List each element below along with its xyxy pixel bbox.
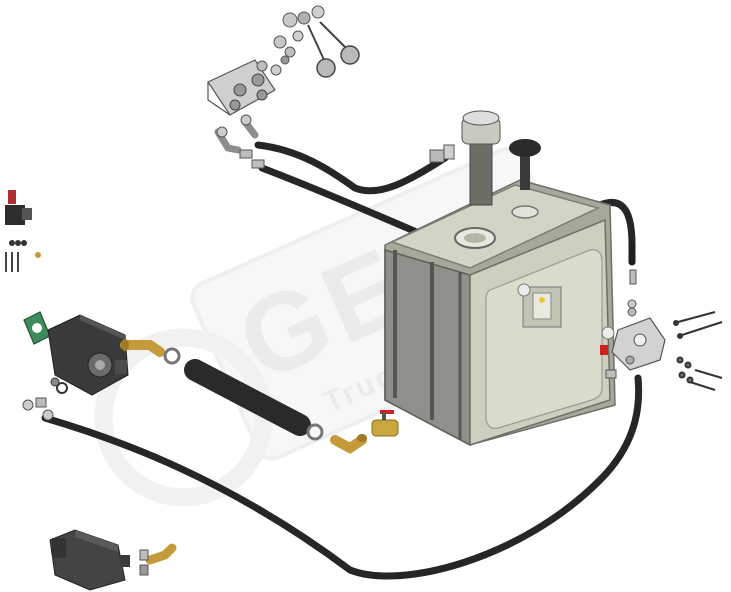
return-filter-cap (462, 110, 500, 126)
dust-caps (307, 21, 360, 78)
hydraulic-pump (22, 311, 129, 421)
fitting-top-2 (273, 30, 304, 58)
hose-clamp-2 (306, 423, 324, 441)
hose-clamp-1 (163, 347, 181, 365)
elbow-fittings (214, 114, 265, 169)
right-valve-block (600, 269, 723, 391)
ball-valve (371, 419, 399, 437)
hydraulic-tank (380, 110, 616, 447)
mounting-bracket (207, 59, 276, 116)
studs-upper (673, 311, 723, 339)
return-filter-tube (469, 139, 493, 206)
brass-elbow-pump (120, 340, 165, 357)
brass-elbow-tank (330, 435, 367, 454)
control-valve (5, 190, 41, 272)
brass-fittings (120, 339, 399, 454)
fitting-top-3 (256, 55, 290, 76)
hose-lower-loop (41, 374, 643, 580)
hose-suction (184, 359, 311, 436)
hose-upper (254, 141, 449, 195)
dust-cap-2 (340, 45, 360, 65)
drain-plug (601, 326, 615, 340)
fitting-top-1 (282, 5, 325, 28)
bottom-pump (49, 529, 177, 591)
dust-cap-1 (316, 58, 336, 78)
hose-end-fittings (429, 144, 455, 163)
brass-elbow-bottom (145, 543, 177, 565)
studs-lower (676, 356, 723, 391)
breather-cap (509, 139, 541, 157)
top-fittings (214, 5, 455, 169)
